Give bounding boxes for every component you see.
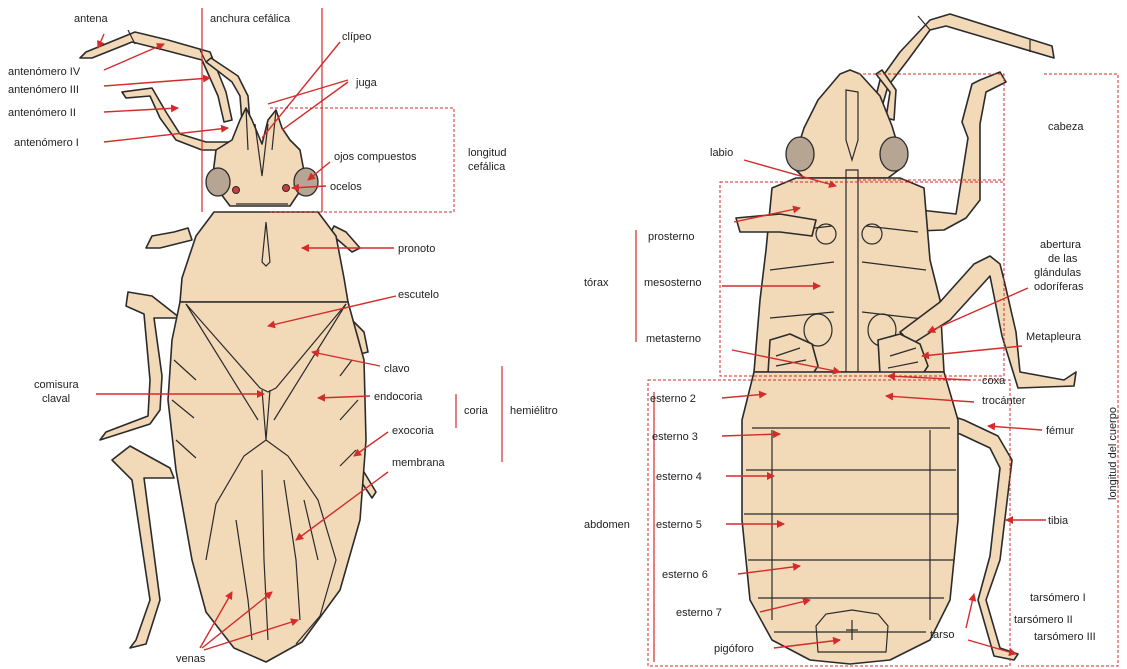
ventral-left-eye: [786, 137, 814, 171]
label-esterno3: esterno 3: [652, 431, 698, 443]
secondary-antenna: [122, 88, 230, 150]
pointer-antenomero-ii: [104, 108, 178, 112]
label-longitud-cuerpo: longitud del cuerpo: [1107, 407, 1119, 500]
ventral-front-left-leg: [736, 214, 816, 236]
label-tarsomero-iii: tarsómero III: [1034, 631, 1096, 643]
label-coxa: coxa: [982, 375, 1006, 387]
ventral-abdomen: [742, 372, 958, 664]
label-tarsomero-ii: tarsómero II: [1014, 614, 1073, 626]
label-cabeza: cabeza: [1048, 121, 1084, 133]
label-exocoria: exocoria: [392, 425, 434, 437]
label-abdomen: abdomen: [584, 519, 630, 531]
label-esterno5: esterno 5: [656, 519, 702, 531]
label-longitud-cefalica-line2: cefálica: [468, 161, 506, 173]
label-juga: juga: [355, 77, 378, 89]
ventral-antenna-1: [872, 14, 1054, 114]
label-mesosterno: mesosterno: [644, 277, 701, 289]
label-metasterno: metasterno: [646, 333, 701, 345]
left-compound-eye: [206, 168, 230, 196]
label-antena: antena: [74, 13, 109, 25]
label-abertura-line2: de las: [1048, 253, 1078, 265]
label-esterno7: esterno 7: [676, 607, 722, 619]
label-longitud-cefalica-line1: longitud: [468, 147, 507, 159]
label-esterno6: esterno 6: [662, 569, 708, 581]
label-labio: labio: [710, 147, 733, 159]
label-femur: fémur: [1046, 425, 1074, 437]
pronotum: [180, 212, 348, 302]
label-prosterno: prosterno: [648, 231, 694, 243]
label-abertura-line1: abertura: [1040, 239, 1082, 251]
dorsal-view: antena anchura cefálica clípeo juga ante…: [8, 8, 558, 665]
label-clipeo: clípeo: [342, 31, 371, 43]
label-hemielitro: hemiélitro: [510, 405, 558, 417]
label-metapleura: Metapleura: [1026, 331, 1082, 343]
label-pronoto: pronoto: [398, 243, 435, 255]
right-ocellus: [283, 185, 290, 192]
pointer-clipeo: [262, 42, 340, 138]
label-membrana: membrana: [392, 457, 445, 469]
label-clavo: clavo: [384, 363, 410, 375]
label-venas: venas: [176, 653, 206, 665]
pointer-juga-1: [268, 80, 348, 104]
pointer-femur: [988, 426, 1042, 430]
pointer-antenomero-iii: [104, 78, 210, 86]
pointer-tarso-1: [966, 594, 974, 628]
longitud-cuerpo-bracket: [1018, 74, 1118, 666]
label-trocanter: trocánter: [982, 395, 1026, 407]
label-ojos-compuestos: ojos compuestos: [334, 151, 417, 163]
label-abertura-line4: odoríferas: [1034, 281, 1084, 293]
dorsal-front-left-leg: [146, 228, 192, 248]
label-pigoforo: pigóforo: [714, 643, 754, 655]
right-compound-eye: [294, 168, 318, 196]
pointer-antenomero-i: [104, 128, 228, 142]
dorsal-middle-left-leg: [100, 292, 180, 440]
label-endocoria: endocoria: [374, 391, 423, 403]
left-ocellus: [233, 187, 240, 194]
ventral-view: cabeza labio prosterno tórax mesosterno …: [584, 14, 1119, 666]
label-antenomero-ii: antenómero II: [8, 107, 76, 119]
dorsal-hind-left-leg: [112, 446, 174, 648]
label-antenomero-i: antenómero I: [14, 137, 79, 149]
label-coria: coria: [464, 405, 489, 417]
label-tibia: tibia: [1048, 515, 1069, 527]
label-tarso: tarso: [930, 629, 954, 641]
label-antenomero-iv: antenómero IV: [8, 66, 81, 78]
label-antenomero-iii: antenómero III: [8, 84, 79, 96]
label-abertura-line3: glándulas: [1034, 267, 1082, 279]
label-escutelo: escutelo: [398, 289, 439, 301]
label-torax: tórax: [584, 277, 609, 289]
label-comisura-line2: claval: [42, 393, 70, 405]
label-tarsomero-i: tarsómero I: [1030, 592, 1086, 604]
label-esterno4: esterno 4: [656, 471, 702, 483]
ventral-right-eye: [880, 137, 908, 171]
label-comisura-line1: comisura: [34, 379, 80, 391]
label-anchura-cefalica: anchura cefálica: [210, 13, 291, 25]
label-esterno2: esterno 2: [650, 393, 696, 405]
label-ocelos: ocelos: [330, 181, 362, 193]
